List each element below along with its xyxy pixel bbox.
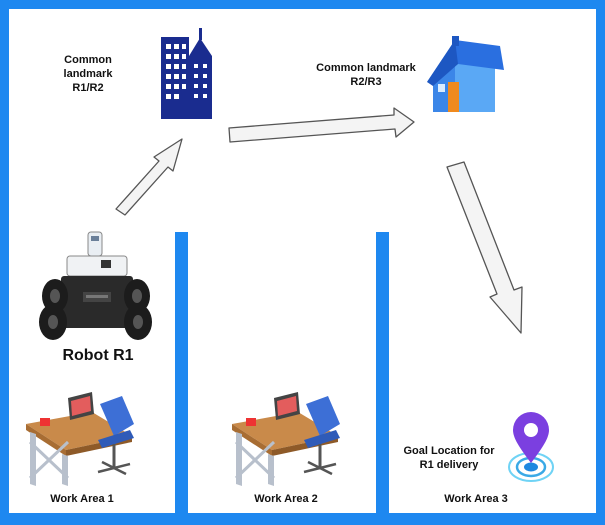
location-pin-icon bbox=[508, 412, 554, 482]
goal-label: Goal Location for R1 delivery bbox=[394, 445, 504, 473]
robot-label: Robot R1 bbox=[62, 347, 134, 364]
work-area-3-label: Work Area 3 bbox=[444, 493, 508, 505]
landmark-r1r2-line2: R1/R2 bbox=[72, 81, 104, 94]
goal-line1: Goal Location for bbox=[403, 445, 495, 457]
wall-left bbox=[0, 0, 9, 525]
path-arrow-landmark1-to-landmark2 bbox=[228, 107, 415, 143]
landmark-r2r3-label: Common landmark R2/R3 bbox=[310, 62, 422, 90]
landmark-r2r3-line1: Common landmark bbox=[316, 62, 416, 74]
desk-workstation-icon bbox=[228, 392, 368, 494]
landmark-r1r2-line1: Common landmark bbox=[63, 54, 113, 80]
work-area-2-label: Work Area 2 bbox=[254, 493, 318, 505]
landmark-r2r3-line2: R2/R3 bbox=[350, 75, 382, 88]
work-area-1-label: Work Area 1 bbox=[50, 493, 114, 505]
desk-workstation-icon bbox=[22, 392, 162, 494]
wall-top bbox=[0, 0, 605, 9]
office-building-icon bbox=[161, 28, 212, 119]
path-arrow-robot-to-landmark1 bbox=[115, 138, 183, 216]
partition-1 bbox=[175, 232, 188, 517]
partition-2 bbox=[376, 232, 389, 517]
landmark-r1r2-label: Common landmark R1/R2 bbox=[40, 54, 136, 95]
robot-icon bbox=[39, 231, 152, 340]
goal-line2: R1 delivery bbox=[419, 458, 479, 471]
wall-bottom bbox=[0, 513, 605, 525]
wall-right bbox=[596, 0, 605, 525]
path-arrow-landmark2-to-goal bbox=[446, 161, 523, 334]
house-icon bbox=[427, 36, 504, 112]
